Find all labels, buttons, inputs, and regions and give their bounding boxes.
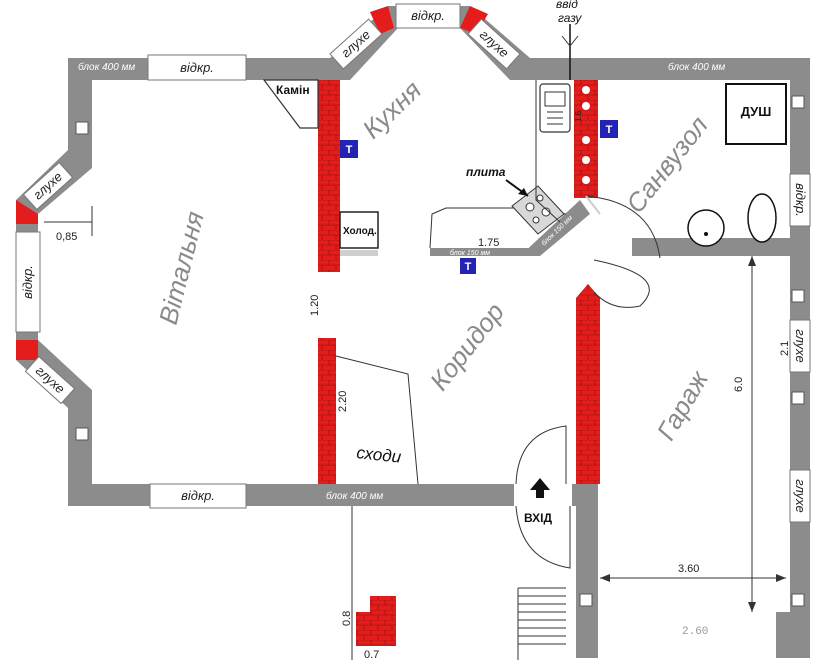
dim-360: 3.60	[678, 563, 699, 575]
garage-markers	[75, 95, 805, 607]
window-garage-upper-label: глухе	[793, 329, 808, 363]
gas-inlet-label-1: ввід	[556, 0, 578, 11]
fireplace	[262, 79, 319, 129]
fridge-base	[340, 250, 378, 256]
sink	[687, 209, 725, 247]
fireplace-label: Камін	[276, 83, 310, 97]
dim-120: 1.20	[309, 295, 321, 316]
entrance-label: ВХІД	[524, 511, 553, 525]
corridor-door-swing	[593, 259, 650, 308]
shower-label: ДУШ	[741, 104, 772, 119]
window-kitchen-top-label: відкр.	[411, 8, 445, 23]
stairs-label: сходи	[356, 443, 403, 467]
window-kitchen-right	[467, 18, 521, 70]
brick-walls	[318, 80, 600, 646]
entrance-arrow-icon	[530, 478, 550, 498]
t-markers: Т Т Т	[340, 120, 618, 274]
bathroom-door-swing	[585, 195, 661, 259]
dim-08: 0.8	[341, 611, 353, 626]
porch-steps	[517, 587, 566, 660]
dim-21: 2.1	[779, 341, 791, 356]
kitchen-wall-line	[535, 80, 561, 223]
window-kitchen-left	[329, 18, 383, 70]
window-garage-lower	[789, 469, 811, 523]
room-living: Вітальня	[153, 208, 210, 327]
gas-inlet-label-2: газу	[558, 11, 582, 25]
window-kitchen-top	[395, 3, 461, 29]
entrance-door-upper	[515, 425, 567, 485]
t-marker-bathroom: Т	[606, 124, 613, 136]
fridge	[339, 211, 379, 249]
window-garage-lower-label: глухе	[793, 479, 808, 513]
dim-07: 0.7	[364, 649, 379, 661]
window-bathroom-label: відкр.	[793, 183, 808, 217]
window-left-bay	[15, 231, 41, 333]
room-names: Вітальня Кухня Санвузол Коридор Гараж	[153, 75, 715, 446]
window-garage-upper	[789, 319, 811, 373]
wall-note-top-right: блок 400 мм	[668, 61, 725, 73]
fridge-label: Холод.	[343, 226, 377, 237]
window-bottom-left	[149, 483, 247, 509]
dim-085: 0,85	[56, 231, 77, 243]
fixtures: Камін Холод. плита ввід газу 1.6	[75, 0, 805, 660]
dimensions: 0,85 1.75 1.20 2.20 6.0 2.1 3.60 2.60 0.…	[44, 206, 791, 661]
window-top-left-label: відкр.	[180, 60, 214, 75]
window-left-bay-top	[22, 161, 74, 211]
stove	[511, 185, 565, 235]
toilet	[747, 193, 777, 243]
room-garage: Гараж	[651, 365, 715, 446]
dim-175: 1.75	[478, 237, 499, 249]
shower	[725, 83, 787, 145]
dim-60: 6.0	[733, 377, 745, 392]
window-left-bay-bottom	[24, 355, 76, 405]
dim-220: 2.20	[337, 391, 349, 412]
wall-note-counter: блок 150 мм	[450, 249, 490, 257]
stairs-outline	[335, 355, 419, 485]
window-top-left	[147, 54, 247, 81]
dim-260: 2.60	[682, 626, 708, 638]
room-corridor: Коридор	[424, 297, 510, 396]
window-left-bay-label: відкр.	[20, 265, 35, 299]
t-marker-kitchen: Т	[346, 144, 353, 156]
wall-note-bottom: блок 400 мм	[326, 490, 383, 502]
window-bottom-left-label: відкр.	[181, 488, 215, 503]
room-bathroom: Санвузол	[620, 110, 714, 218]
wall-note-top-left: блок 400 мм	[78, 61, 135, 73]
window-bathroom	[789, 173, 811, 227]
t-marker-corridor: Т	[465, 261, 472, 273]
dim-16: 1.6	[574, 110, 583, 122]
bay-corners	[16, 6, 488, 360]
room-kitchen: Кухня	[356, 75, 427, 145]
boiler	[539, 83, 571, 133]
entrance-door-lower	[515, 505, 571, 569]
stove-label: плита	[466, 165, 506, 179]
